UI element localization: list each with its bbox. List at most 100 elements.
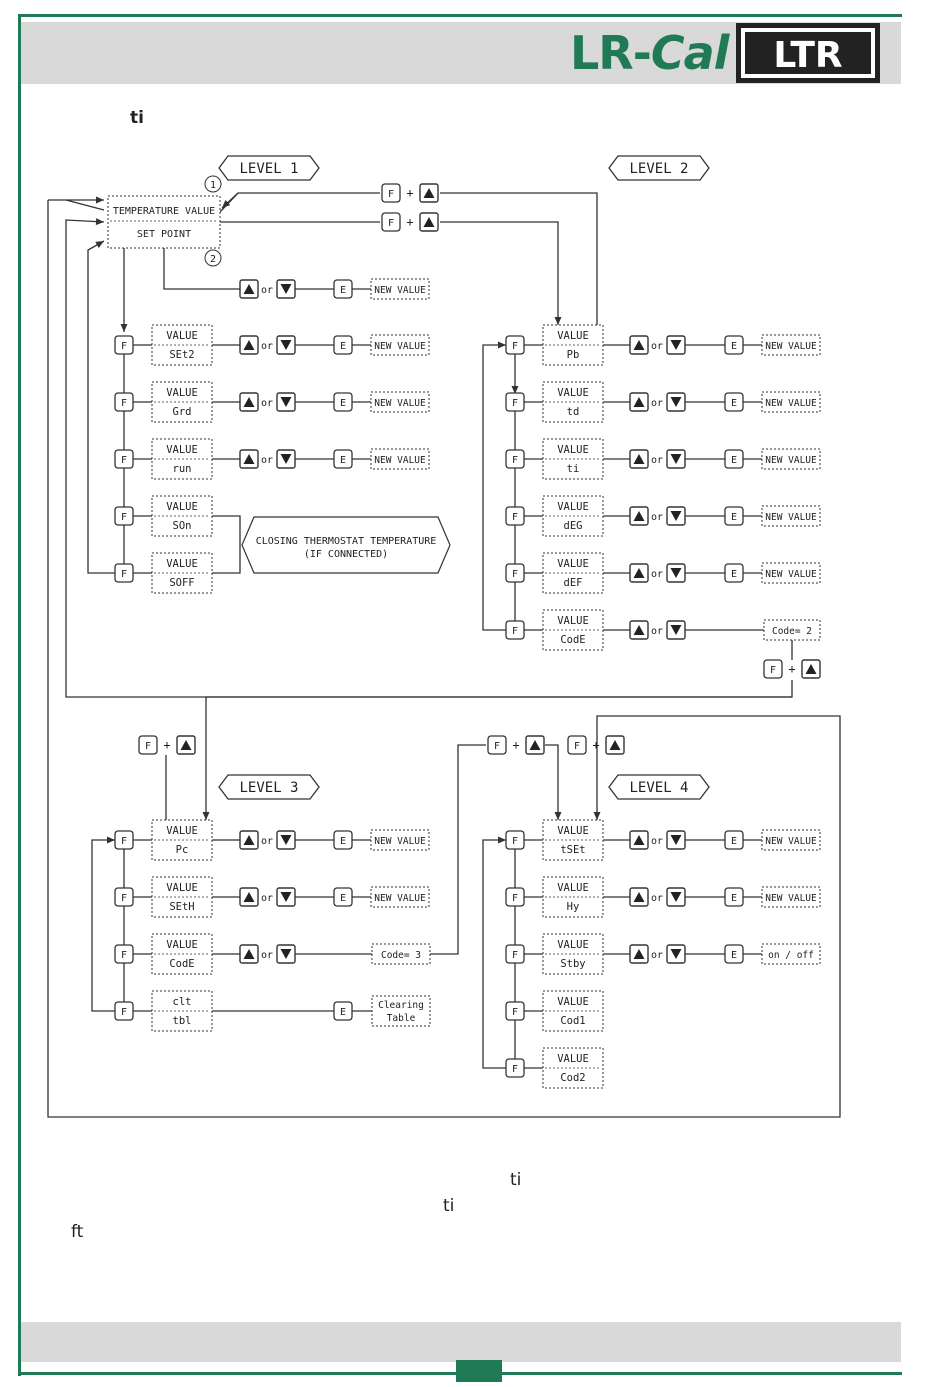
f-key-icon [505, 1058, 525, 1078]
e-key-icon [724, 830, 744, 850]
brand-logo: LR-Cal [570, 26, 729, 80]
new-value-label: NEW VALUE [765, 836, 817, 847]
e-key-icon [724, 887, 744, 907]
temperature-value-label: TEMPERATURE VALUE [113, 206, 215, 217]
new-value-box [761, 448, 821, 470]
plus-label: + [788, 662, 795, 676]
parameter-value-label: VALUE [557, 825, 589, 837]
stray-text-top: ti [130, 108, 144, 128]
parameter-value-label: VALUE [166, 444, 198, 456]
f-key-icon [505, 887, 525, 907]
new-value-label: NEW VALUE [765, 398, 817, 409]
f-key-icon [567, 735, 587, 755]
new-value-box [761, 829, 821, 851]
new-value-box [370, 391, 430, 413]
up-triangle-icon [529, 740, 541, 750]
level-label: LEVEL 4 [629, 780, 688, 796]
or-label: or [651, 836, 663, 847]
e-key-icon [333, 1001, 353, 1021]
or-label: or [651, 569, 663, 580]
new-value-label: NEW VALUE [374, 893, 426, 904]
arrow-head [120, 324, 128, 332]
step-number-icon [204, 249, 222, 267]
e-key-icon [724, 944, 744, 964]
f-key-icon [114, 944, 134, 964]
new-value-label: on / off [768, 950, 814, 961]
or-label: or [261, 398, 273, 409]
or-label: or [261, 893, 273, 904]
f-key-icon [138, 735, 158, 755]
f-key-icon [505, 620, 525, 640]
clt-label: clt [173, 996, 192, 1008]
return-loop-line [482, 344, 506, 631]
arrow-head [498, 836, 506, 844]
e-key-icon [333, 449, 353, 469]
f-key-icon [114, 392, 134, 412]
plus-label: + [592, 738, 599, 752]
parameter-code: Cod2 [560, 1072, 585, 1084]
parameter-value-label: VALUE [557, 996, 589, 1008]
f-key-label: F [512, 1064, 518, 1075]
e-key-label: E [340, 893, 346, 904]
clearing-label-2: Table [387, 1013, 416, 1024]
tbl-label: tbl [173, 1015, 192, 1027]
e-key-label: E [340, 455, 346, 466]
f-key-label: F [512, 512, 518, 523]
step-number-icon [204, 175, 222, 193]
down-triangle-icon [670, 835, 682, 845]
e-key-icon [333, 279, 353, 299]
up-triangle-icon [243, 835, 255, 845]
or-label: or [261, 836, 273, 847]
parameter-code: SOn [173, 520, 192, 532]
closing-note-line2: (IF CONNECTED) [304, 549, 388, 560]
arrow-head [107, 836, 115, 844]
parameter-value-label: VALUE [557, 615, 589, 627]
code3-label: Code= 3 [381, 950, 421, 961]
parameter-value-label: VALUE [166, 558, 198, 570]
f-key-icon [505, 563, 525, 583]
parameter-code: CodE [560, 634, 585, 646]
down-triangle-icon [280, 949, 292, 959]
e-key-icon [333, 887, 353, 907]
up-triangle-icon [243, 284, 255, 294]
parameter-code: Pb [567, 349, 580, 361]
or-label: or [651, 512, 663, 523]
down-triangle-icon [670, 397, 682, 407]
parameter-code: SEtH [169, 901, 194, 913]
new-value-box [370, 278, 430, 300]
down-triangle-icon [280, 340, 292, 350]
up-triangle-icon [243, 454, 255, 464]
e-key-label: E [731, 950, 737, 961]
f-key-label: F [145, 741, 151, 752]
up-triangle-icon [633, 340, 645, 350]
or-label: or [261, 950, 273, 961]
up-triangle-icon [243, 892, 255, 902]
or-label: or [651, 950, 663, 961]
parameter-value-label: VALUE [557, 501, 589, 513]
arrow-head [95, 218, 104, 226]
down-triangle-icon [670, 949, 682, 959]
f-key-label: F [512, 1007, 518, 1018]
up-triangle-icon [633, 397, 645, 407]
up-triangle-icon [180, 740, 192, 750]
or-label: or [651, 398, 663, 409]
up-triangle-icon [633, 892, 645, 902]
arrow-head [202, 812, 210, 820]
new-value-label: NEW VALUE [374, 341, 426, 352]
code2-label: Code= 2 [772, 626, 812, 637]
f-key-label: F [121, 455, 127, 466]
connector-line [205, 696, 792, 820]
down-triangle-icon [280, 397, 292, 407]
return-loop-line [91, 839, 115, 1012]
or-label: or [651, 893, 663, 904]
f-key-icon [487, 735, 507, 755]
f-key-label: F [388, 189, 394, 200]
page-frame-left [18, 14, 21, 1376]
f-key-label: F [494, 741, 500, 752]
f-key-label: F [121, 950, 127, 961]
parameter-value-label: VALUE [166, 330, 198, 342]
set-point-label: SET POINT [137, 229, 191, 240]
up-triangle-icon [609, 740, 621, 750]
f-key-label: F [121, 836, 127, 847]
f-key-icon [114, 506, 134, 526]
